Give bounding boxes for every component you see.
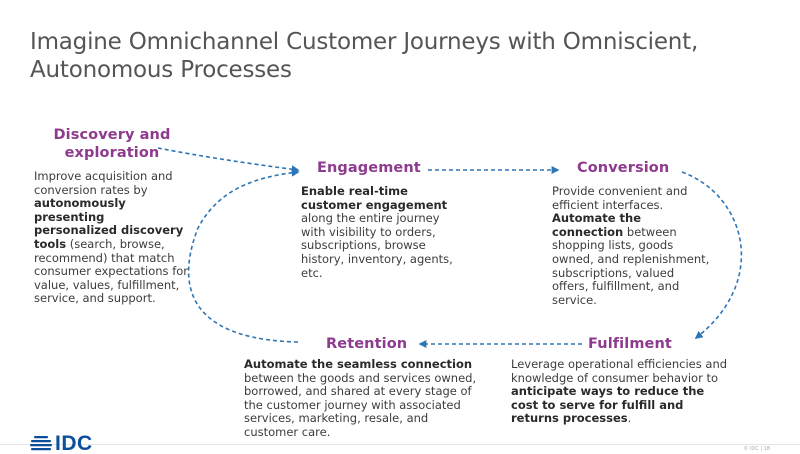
conversion-text-2: between shopping lists, goods owned, and… (552, 224, 710, 307)
stage-text-engagement: Enable real-time customer engagement alo… (301, 184, 461, 280)
discovery-text-2: (search, browse, recommend) that match c… (34, 236, 189, 306)
retention-text-1: between the goods and services owned, bo… (244, 370, 477, 439)
fulfilment-text-2: . (627, 411, 632, 426)
stage-text-discovery: Improve acquisition and conversion rates… (34, 169, 189, 306)
retention-text-bold: Automate the seamless connection (244, 357, 473, 371)
stage-title-conversion: Conversion (577, 160, 670, 176)
arrow-retention-to-engagement (187, 168, 300, 343)
discovery-text-bold: autonomously presenting personalized dis… (34, 196, 184, 251)
page-title-line-2: Autonomous Processes (30, 57, 292, 83)
page-title: Imagine Omnichannel Customer Journeys wi… (30, 28, 730, 84)
arrow-discovery-to-engagement (157, 147, 300, 174)
stage-title-discovery-line-1: Discovery and (53, 127, 171, 143)
conversion-text-1: Provide convenient and efficient interfa… (552, 184, 688, 212)
conversion-text-bold: Automate the connection (552, 211, 642, 239)
discovery-text-1: Improve acquisition and conversion rates… (34, 169, 173, 197)
engagement-text-bold: Enable real-time customer engagement (301, 184, 448, 212)
stage-title-discovery-line-2: exploration (64, 145, 160, 161)
stage-title-engagement: Engagement (317, 160, 421, 176)
page-title-line-1: Imagine Omnichannel Customer Journeys wi… (30, 29, 699, 55)
idc-logo-icon (30, 436, 52, 451)
stage-text-retention: Automate the seamless connection between… (244, 357, 484, 440)
stage-text-conversion: Provide convenient and efficient interfa… (552, 184, 710, 307)
engagement-text-1: along the entire journey with visibility… (301, 211, 453, 280)
fulfilment-text-bold: anticipate ways to reduce the cost to se… (511, 384, 705, 426)
stage-title-fulfilment: Fulfilment (588, 336, 672, 352)
fulfilment-text-1: Leverage operational efficiencies and kn… (511, 357, 728, 385)
stage-text-fulfilment: Leverage operational efficiencies and kn… (511, 357, 731, 426)
idc-logo-text: IDC (55, 432, 93, 454)
stage-title-discovery: Discovery and exploration (52, 126, 172, 162)
arrow-conversion-to-fulfilment (681, 171, 743, 339)
footer-note: © IDC | 18 (743, 446, 770, 452)
idc-logo: IDC (30, 432, 93, 454)
footer-divider (0, 444, 800, 445)
stage-title-retention: Retention (326, 336, 408, 352)
